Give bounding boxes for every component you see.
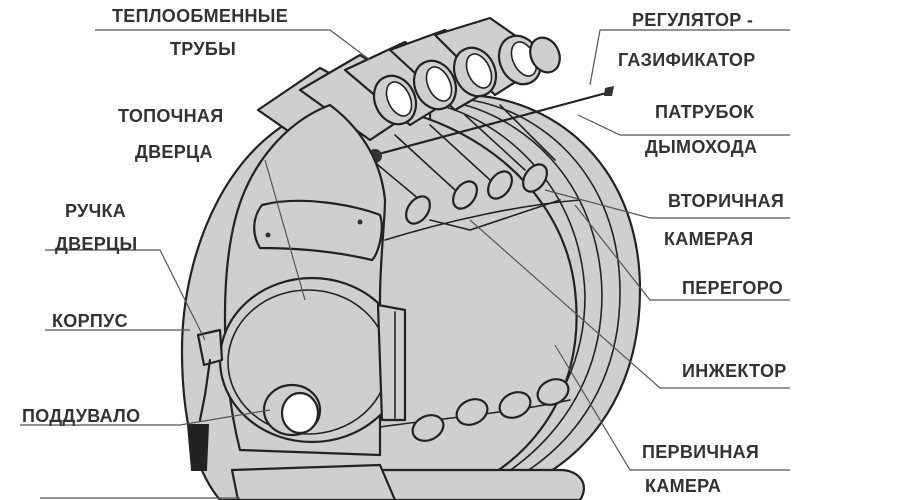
nameplate-rivet-1 <box>265 232 271 238</box>
pipe-mouth-2-inner <box>425 66 453 102</box>
label-firebox-door-line2: ДВЕРЦА <box>135 142 213 162</box>
bottom-tube-2 <box>455 398 489 426</box>
injector-nozzles <box>405 163 561 231</box>
regulator-tip <box>604 86 614 96</box>
label-body: КОРПУС <box>52 311 128 331</box>
leader-firebox-door <box>264 159 306 301</box>
regulator-rod-line <box>373 90 612 157</box>
label-door-handle-line1: РУЧКА <box>65 201 126 221</box>
ash-pit-door <box>262 383 322 437</box>
stove-illustration <box>180 16 642 500</box>
bottom-tube-4 <box>536 378 570 406</box>
label-partition: ПЕРЕГОРО <box>682 278 783 298</box>
ash-pit-opening <box>280 391 320 435</box>
tube-band-3 <box>429 124 491 181</box>
leader-secondary-chamber <box>544 189 790 219</box>
label-chimney-pipe-line2: ДЫМОХОДА <box>645 137 757 157</box>
leader-regulator <box>589 29 790 86</box>
pipe-mouth-1-inner <box>385 81 413 117</box>
injector-nozzle-4 <box>522 163 548 193</box>
leader-primary-chamber <box>554 344 790 471</box>
bottom-tube-3 <box>498 391 532 419</box>
label-door-handle-line2: ДВЕРЦЫ <box>55 234 137 254</box>
leader-chimney-pipe <box>577 114 790 136</box>
firebox-door-hinge <box>376 303 407 422</box>
nameplate-rivet-2 <box>357 219 363 225</box>
label-secondary-chamber-line2: КАМЕРАЯ <box>664 229 753 249</box>
bottom-pipe-lower <box>378 468 585 500</box>
leader-heat-exchange-pipes <box>95 29 371 61</box>
leader-partition <box>574 204 790 301</box>
front-nameplate <box>253 199 383 262</box>
label-secondary-chamber-line1: ВТОРИЧНАЯ <box>668 191 784 211</box>
injector-nozzle-3 <box>487 170 513 200</box>
door-handle-stem <box>198 358 212 422</box>
base-tray <box>230 463 397 500</box>
label-injector: ИНЖЕКТОР <box>682 361 787 381</box>
label-chimney-pipe-line1: ПАТРУБОК <box>655 102 755 122</box>
tube-band-4 <box>464 114 526 171</box>
tube-band-2 <box>394 134 456 191</box>
pipe-tubes <box>359 104 556 201</box>
leader-lines <box>20 29 790 499</box>
injector-bar <box>429 199 561 231</box>
tube-band-5 <box>499 104 556 161</box>
label-firebox-door-line1: ТОПОЧНАЯ <box>118 106 223 126</box>
bottom-tube-1 <box>411 414 445 442</box>
pipe-mouth-5 <box>529 36 561 74</box>
injector-nozzle-2 <box>452 180 478 210</box>
door-handle-grip <box>186 424 210 471</box>
label-primary-chamber-line2: КАМЕРА <box>645 476 721 496</box>
label-regulator-line2: ГАЗИФИКАТОР <box>618 50 756 70</box>
label-primary-chamber-line1: ПЕРВИЧНАЯ <box>642 442 759 462</box>
injector-nozzle-1 <box>405 195 431 225</box>
label-heat-exchange-pipes-line2: ТРУБЫ <box>170 39 236 59</box>
label-regulator-line1: РЕГУЛЯТОР - <box>632 10 753 30</box>
leader-injector <box>469 219 790 389</box>
label-heat-exchange-pipes-line1: ТЕПЛООБМЕННЫЕ <box>112 6 288 26</box>
pipe-mouth-3-inner <box>465 53 493 89</box>
leader-door-handle <box>45 249 206 341</box>
labels: ТЕПЛООБМЕННЫЕ ТРУБЫ ТОПОЧНАЯ ДВЕРЦА РУЧК… <box>22 6 787 496</box>
label-ash-pit: ПОДДУВАЛО <box>22 406 140 426</box>
secondary-chamber-wall <box>384 199 581 241</box>
leader-ash-pit <box>20 409 271 426</box>
